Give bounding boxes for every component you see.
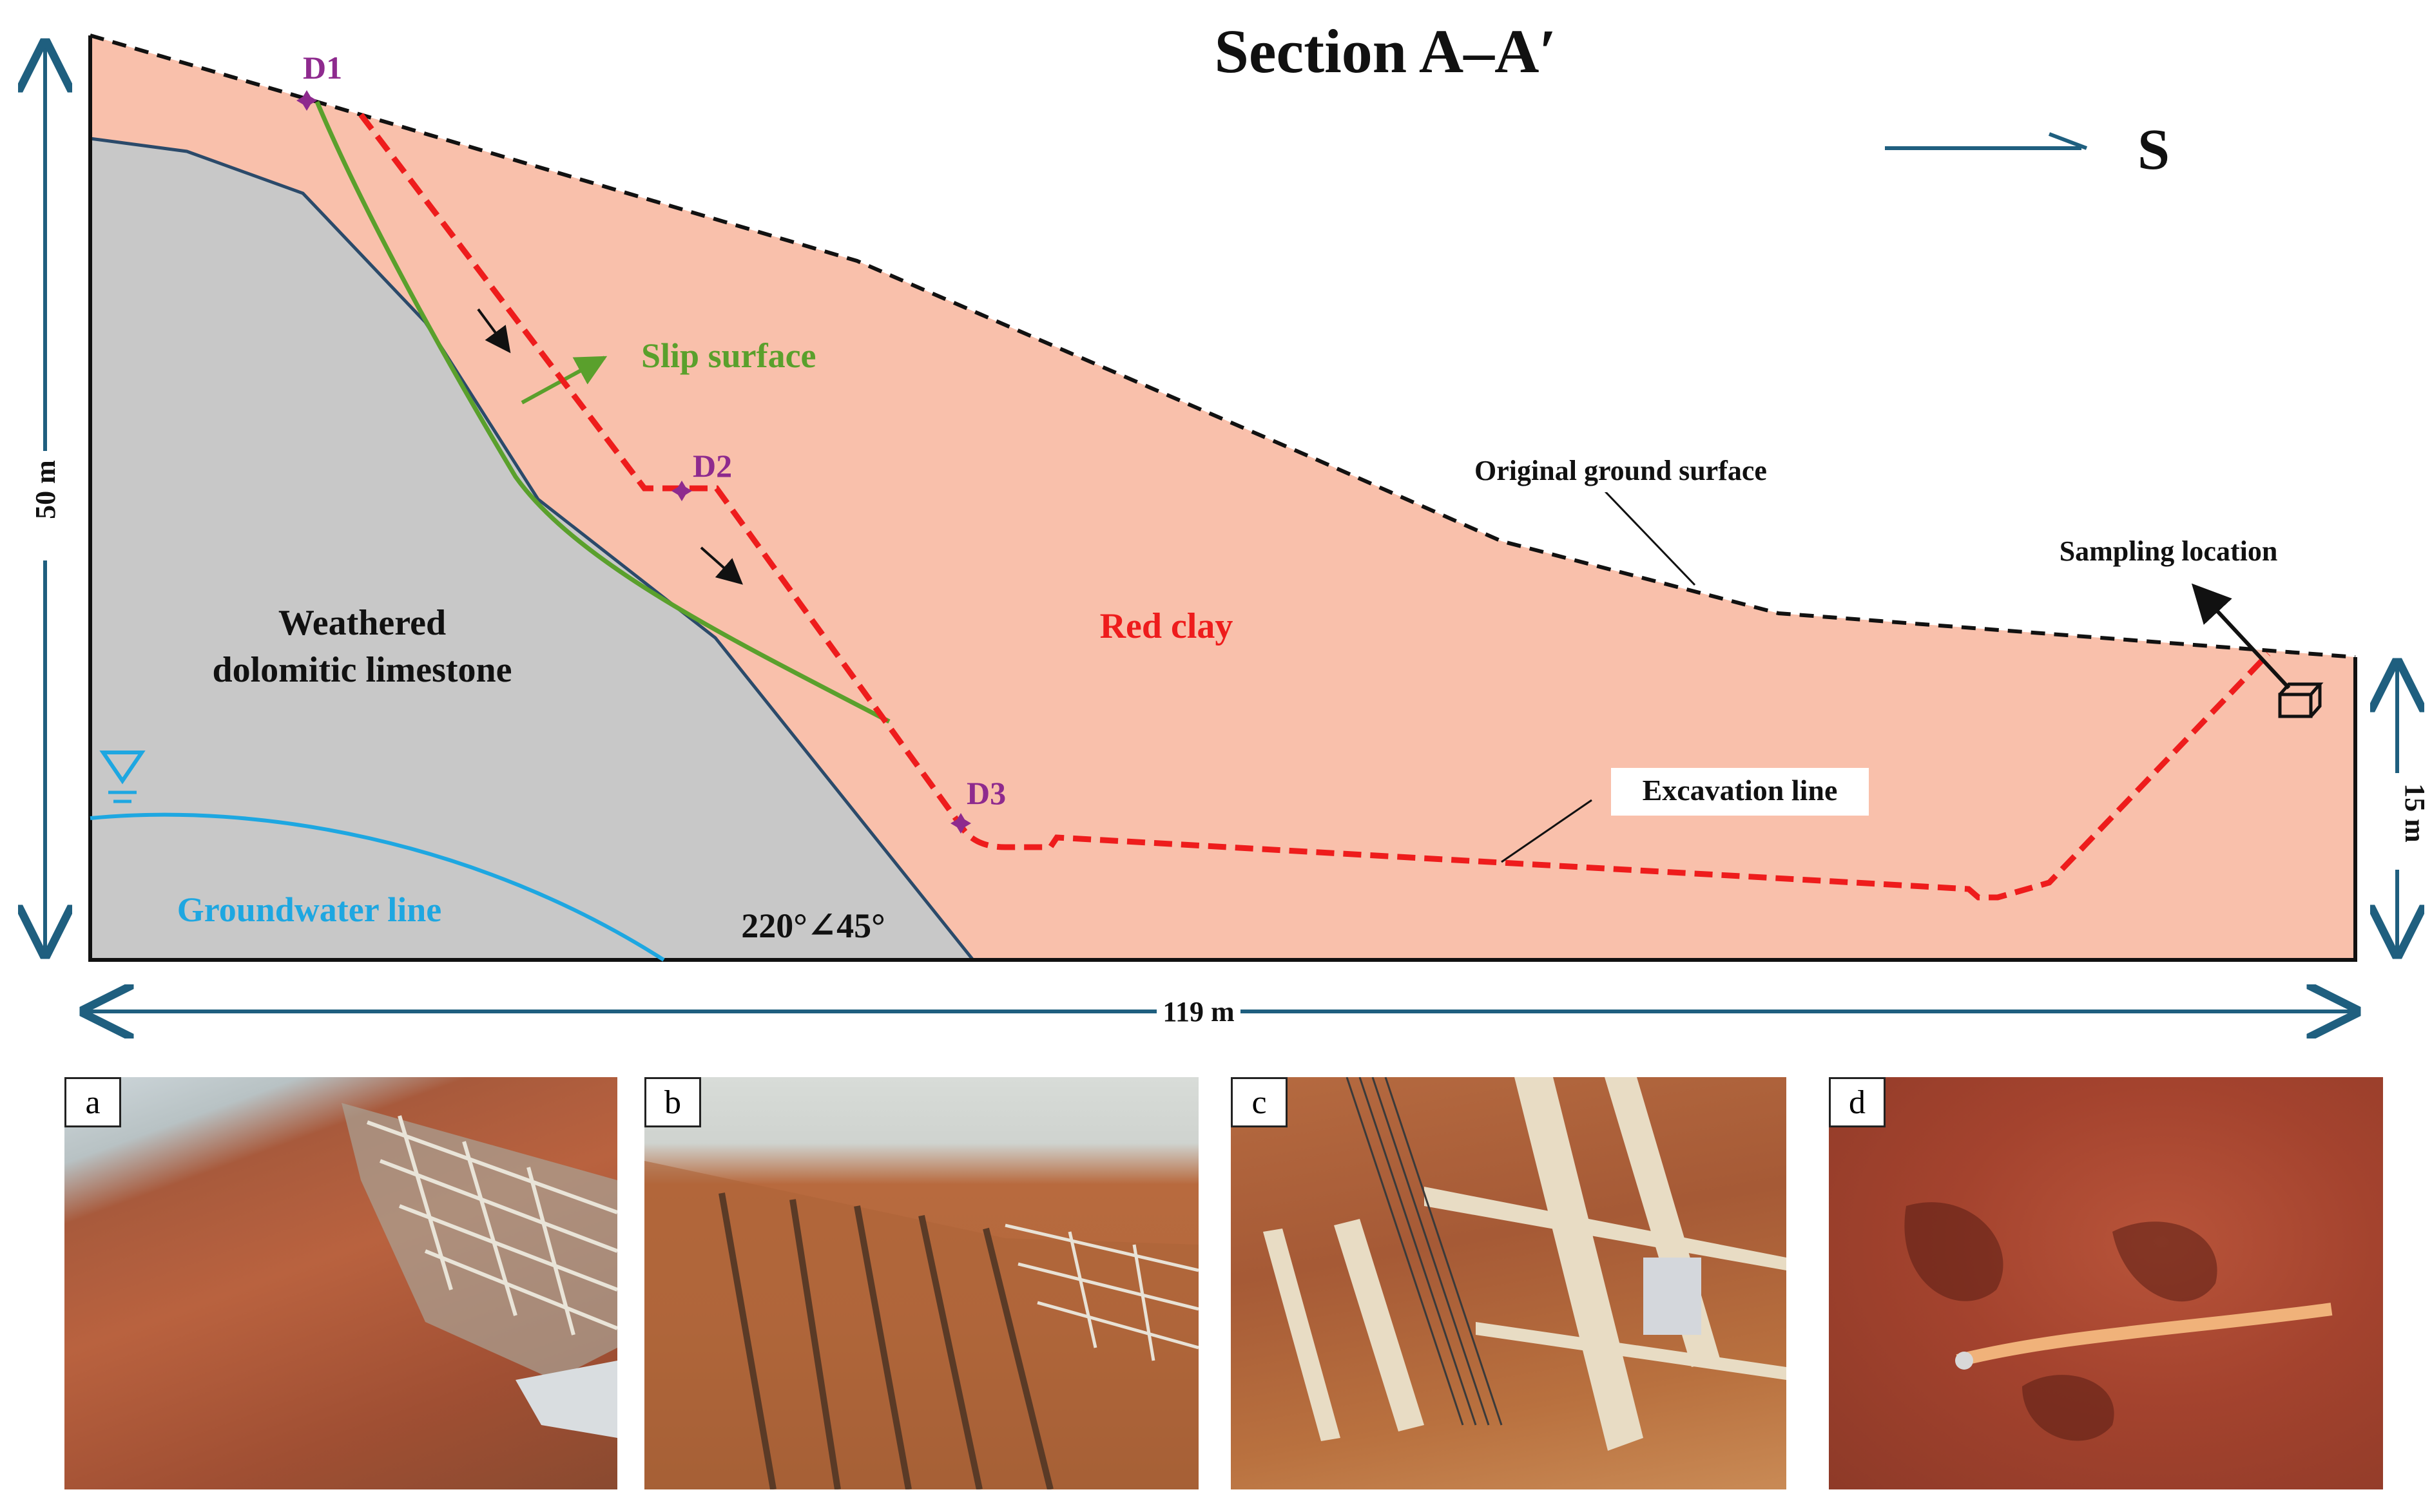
label-excavation-line: Excavation line xyxy=(1643,774,1838,807)
label-d2: D2 xyxy=(693,448,732,484)
movement-arrow-upper xyxy=(477,308,511,354)
label-sampling-location: Sampling location xyxy=(2060,535,2278,567)
movement-arrow-lower xyxy=(700,546,743,585)
label-d1: D1 xyxy=(303,50,342,86)
sampling-pointer xyxy=(2191,583,2291,690)
photo-c-label: c xyxy=(1231,1077,1288,1127)
photo-d-drawing xyxy=(1904,1202,2333,1441)
label-red-clay: Red clay xyxy=(1100,606,1233,646)
label-d3: D3 xyxy=(967,775,1006,811)
sampling-box-icon xyxy=(2278,682,2324,718)
photo-a-label: a xyxy=(64,1077,121,1127)
label-groundwater-line: Groundwater line xyxy=(177,890,442,929)
photo-b-label: b xyxy=(644,1077,701,1127)
label-height-right: 15 m xyxy=(2399,783,2431,843)
photo-a-drawing xyxy=(342,1103,617,1438)
photo-a: a xyxy=(64,1077,617,1489)
direction-label: S xyxy=(2138,118,2170,182)
label-height-left: 50 m xyxy=(30,460,61,519)
section-title: Section A–A′ xyxy=(1215,17,1557,86)
section-outline xyxy=(88,35,2357,962)
label-limestone-line2: dolomitic limestone xyxy=(212,650,512,690)
point-d1-marker xyxy=(296,90,317,111)
label-width: 119 m xyxy=(1163,996,1234,1028)
direction-arrow-head xyxy=(2048,132,2088,150)
point-d2-marker xyxy=(671,481,692,501)
groundwater-line xyxy=(90,812,665,962)
photo-d-label: d xyxy=(1829,1077,1886,1127)
point-d3-marker xyxy=(951,813,971,834)
original-ground-leader xyxy=(1603,490,1696,586)
photo-d: d xyxy=(1829,1077,2383,1489)
excavation-leader xyxy=(1501,799,1592,863)
photo-b-drawing xyxy=(644,1161,1199,1489)
photo-c-drawing xyxy=(1263,1077,1786,1451)
slip-surface-line xyxy=(314,100,891,724)
photo-c: c xyxy=(1231,1077,1786,1489)
label-limestone-line1: Weathered xyxy=(278,603,446,643)
label-slip-surface: Slip surface xyxy=(641,336,816,375)
water-table-icon xyxy=(99,751,146,803)
photo-b: b xyxy=(644,1077,1199,1489)
label-attitude: 220°∠45° xyxy=(741,906,885,945)
label-original-ground: Original ground surface xyxy=(1474,455,1767,486)
